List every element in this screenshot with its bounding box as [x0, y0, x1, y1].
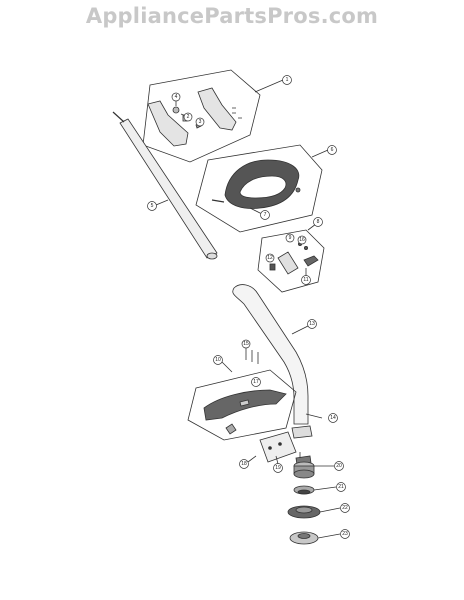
callout-14: 14 [328, 413, 338, 423]
callout-20: 20 [334, 461, 344, 471]
callout-7: 7 [260, 210, 270, 220]
callout-12: 12 [265, 253, 275, 263]
callout-17: 17 [251, 377, 261, 387]
panel-d-handle [195, 144, 323, 233]
callout-number: 18 [241, 461, 247, 467]
callout-6: 6 [327, 145, 337, 155]
callout-number: 15 [243, 341, 249, 347]
callout-number: 23 [342, 531, 348, 537]
callout-23: 23 [340, 529, 350, 539]
callout-number: 1 [286, 77, 289, 83]
handle-right-half [197, 87, 237, 131]
callout-number: 19 [275, 465, 281, 471]
callout-2: 2 [183, 112, 193, 122]
callout-number: 20 [336, 463, 342, 469]
callout-number: 16 [299, 237, 305, 243]
callout-9: 9 [285, 233, 295, 243]
callout-3: 3 [195, 117, 205, 127]
callout-number: 7 [264, 212, 267, 218]
callout-number: 5 [151, 203, 154, 209]
callout-8: 8 [313, 217, 323, 227]
callout-number: 21 [338, 484, 344, 490]
d-handle [224, 159, 300, 209]
callout-4: 4 [171, 92, 181, 102]
callout-13: 13 [307, 319, 317, 329]
callout-number: 17 [253, 379, 259, 385]
callout-1: 1 [282, 75, 292, 85]
callout-10: 10 [213, 355, 223, 365]
handle-left-half [147, 100, 189, 147]
callout-number: 2 [187, 114, 190, 120]
callout-number: 22 [342, 505, 348, 511]
callout-number: 9 [289, 235, 292, 241]
site-watermark: AppliancePartsPros.com [85, 4, 379, 28]
panel-guard [187, 369, 297, 441]
callout-19: 19 [273, 463, 283, 473]
callout-11: 11 [301, 275, 311, 285]
callout-5: 5 [147, 201, 157, 211]
callout-21: 21 [336, 482, 346, 492]
callout-number: 10 [215, 357, 221, 363]
callout-15: 15 [241, 339, 251, 349]
callout-number: 6 [331, 147, 334, 153]
callout-number: 13 [309, 321, 315, 327]
callout-16: 16 [297, 235, 307, 245]
callout-markers: 1 2 3 4 5 6 7 8 9 10 11 12 13 14 15 16 1… [147, 75, 350, 539]
callout-number: 8 [317, 219, 320, 225]
panel-coupler [257, 229, 325, 293]
callout-number: 3 [199, 119, 202, 125]
callout-number: 12 [267, 255, 273, 261]
plate-bracket [259, 431, 297, 463]
callout-number: 4 [175, 94, 178, 100]
lower-shaft [232, 284, 309, 425]
upper-shaft [119, 118, 218, 259]
callout-18: 18 [239, 459, 249, 469]
callout-22: 22 [340, 503, 350, 513]
callout-number: 11 [303, 277, 308, 283]
callout-number: 14 [330, 415, 336, 421]
coupler-tube [277, 251, 299, 275]
